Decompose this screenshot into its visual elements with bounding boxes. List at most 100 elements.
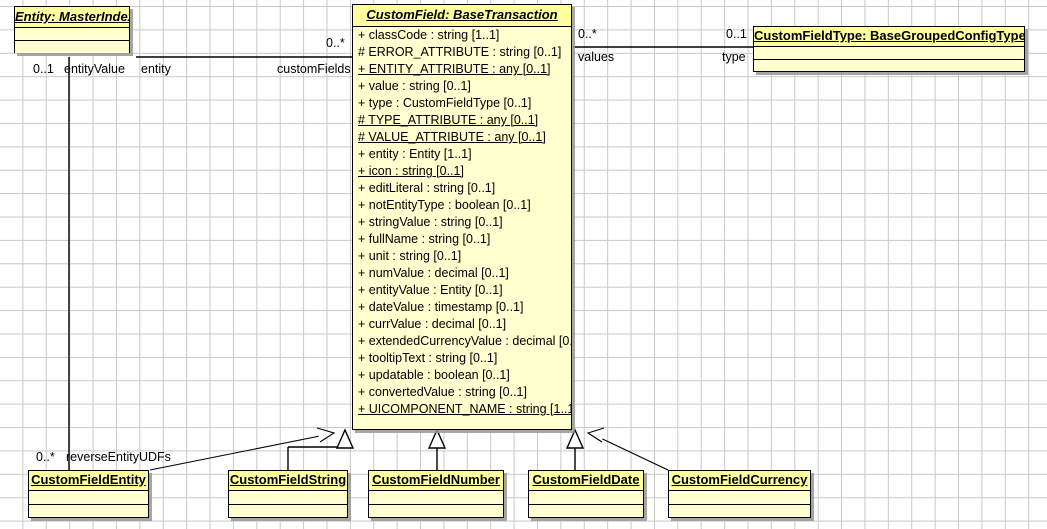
label-customfields-multiplicity: 0..* — [326, 36, 345, 50]
class-attribute-text: + icon : string [0..1] — [358, 164, 464, 178]
class-attribute-text: + extendedCurrencyValue : decimal [0..1] — [358, 334, 571, 348]
operations-compartment — [669, 505, 810, 517]
class-attribute-text: + currValue : decimal [0..1] — [358, 317, 507, 331]
attributes-compartment — [669, 491, 810, 505]
operations-compartment — [754, 60, 1024, 71]
class-attribute: + icon : string [0..1] — [353, 163, 571, 180]
class-attribute: + classCode : string [1..1] — [353, 27, 571, 44]
class-title-customfieldstring: CustomFieldString — [229, 471, 347, 491]
class-attribute-text: + notEntityType : boolean [0..1] — [358, 198, 531, 212]
class-name-text: Entity: MasterIndex — [15, 9, 129, 24]
class-attribute-text: + convertedValue : string [0..1] — [358, 385, 527, 399]
label-reverseentityudfs-role: reverseEntityUDFs — [66, 450, 171, 464]
class-attribute-text: # VALUE_ATTRIBUTE : any [0..1] — [358, 130, 546, 144]
generalization-customfieldcurrency[interactable] — [586, 427, 669, 471]
attributes-compartment: + classCode : string [1..1] # ERROR_ATTRI… — [353, 27, 571, 418]
label-entityvalue-role: entityValue — [64, 62, 125, 76]
class-customfielddate[interactable]: CustomFieldDate — [528, 470, 644, 518]
class-attribute: + currValue : decimal [0..1] — [353, 316, 571, 333]
class-name-text: CustomFieldCurrency — [671, 472, 808, 487]
class-attribute-text: + dateValue : timestamp [0..1] — [358, 300, 524, 314]
class-title-customfieldcurrency: CustomFieldCurrency — [669, 471, 810, 491]
generalization-arrowhead-middle — [427, 428, 447, 449]
attributes-compartment — [369, 491, 503, 505]
class-attribute: + stringValue : string [0..1] — [353, 214, 571, 231]
attributes-compartment — [529, 491, 643, 505]
attributes-compartment — [15, 28, 129, 41]
class-attribute: # VALUE_ATTRIBUTE : any [0..1] — [353, 129, 571, 146]
class-attribute-text: + classCode : string [1..1] — [358, 28, 500, 42]
class-title-customfieldnumber: CustomFieldNumber — [369, 471, 503, 491]
class-attribute-text: + entityValue : Entity [0..1] — [358, 283, 503, 297]
class-title-customfieldentity: CustomFieldEntity — [29, 471, 148, 491]
generalization-arrowhead-right — [565, 428, 585, 449]
class-name-text: CustomFieldNumber — [372, 472, 500, 487]
class-attribute: + updatable : boolean [0..1] — [353, 367, 571, 384]
operations-compartment — [29, 505, 148, 517]
class-attribute-text: + value : string [0..1] — [358, 79, 471, 93]
label-values-multiplicity: 0..* — [578, 27, 597, 41]
class-name-text: CustomField: BaseTransaction — [366, 7, 558, 22]
class-name-text: CustomFieldDate — [532, 472, 640, 487]
class-attribute: + convertedValue : string [0..1] — [353, 384, 571, 401]
class-entity-masterindex[interactable]: Entity: MasterIndex — [14, 6, 130, 53]
label-entity-role: entity — [141, 62, 171, 76]
class-customfieldtype-basegroupedconfigtype[interactable]: CustomFieldType: BaseGroupedConfigType — [753, 26, 1025, 72]
class-attribute-text: + updatable : boolean [0..1] — [358, 368, 510, 382]
class-attribute: + type : CustomFieldType [0..1] — [353, 95, 571, 112]
class-customfieldnumber[interactable]: CustomFieldNumber — [368, 470, 504, 518]
class-attribute-text: + numValue : decimal [0..1] — [358, 266, 509, 280]
class-attribute: + editLiteral : string [0..1] — [353, 180, 571, 197]
class-attribute: + tooltipText : string [0..1] — [353, 350, 571, 367]
class-attribute: # TYPE_ATTRIBUTE : any [0..1] — [353, 112, 571, 129]
label-values-role: values — [578, 50, 615, 64]
attributes-compartment — [229, 491, 347, 505]
operations-compartment — [15, 41, 129, 53]
operations-compartment — [229, 505, 347, 517]
class-customfieldentity[interactable]: CustomFieldEntity — [28, 470, 149, 518]
class-attribute: + value : string [0..1] — [353, 78, 571, 95]
class-attribute: + dateValue : timestamp [0..1] — [353, 299, 571, 316]
attributes-compartment — [29, 491, 148, 505]
class-attribute: + entity : Entity [1..1] — [353, 146, 571, 163]
label-reverseentityudfs-multiplicity: 0..* — [36, 450, 55, 464]
class-attribute-text: + tooltipText : string [0..1] — [358, 351, 498, 365]
class-name-text: CustomFieldType: BaseGroupedConfigType — [754, 28, 1024, 43]
class-attribute-text: + editLiteral : string [0..1] — [358, 181, 496, 195]
class-customfieldstring[interactable]: CustomFieldString — [228, 470, 348, 518]
label-customfields-role: customFields — [277, 62, 351, 76]
class-name-text: CustomFieldEntity — [31, 472, 146, 487]
operations-compartment — [529, 505, 643, 517]
class-attribute: + ENTITY_ATTRIBUTE : any [0..1] — [353, 61, 571, 78]
generalization-customfieldstring[interactable] — [287, 440, 346, 470]
class-attribute: # ERROR_ATTRIBUTE : string [0..1] — [353, 44, 571, 61]
class-title-entity-masterindex: Entity: MasterIndex — [15, 7, 129, 28]
class-attribute-text: # ERROR_ATTRIBUTE : string [0..1] — [358, 45, 562, 59]
class-customfieldcurrency[interactable]: CustomFieldCurrency — [668, 470, 811, 518]
class-attribute: + unit : string [0..1] — [353, 248, 571, 265]
generalization-customfieldentity[interactable] — [149, 427, 336, 471]
class-attribute: + notEntityType : boolean [0..1] — [353, 197, 571, 214]
class-attribute-text: # TYPE_ATTRIBUTE : any [0..1] — [358, 113, 539, 127]
class-attribute: + fullName : string [0..1] — [353, 231, 571, 248]
class-attribute-text: + unit : string [0..1] — [358, 249, 462, 263]
class-customfield-basetransaction[interactable]: CustomField: BaseTransaction + classCode… — [352, 4, 572, 430]
class-attribute-text: + type : CustomFieldType [0..1] — [358, 96, 532, 110]
class-name-text: CustomFieldString — [229, 472, 347, 487]
label-type-role: type — [722, 50, 746, 64]
operations-compartment — [369, 505, 503, 517]
label-entityvalue-multiplicity: 0..1 — [33, 62, 54, 76]
class-attribute: + extendedCurrencyValue : decimal [0..1] — [353, 333, 571, 350]
class-title-customfield: CustomField: BaseTransaction — [353, 5, 571, 27]
class-attribute-text: + ENTITY_ATTRIBUTE : any [0..1] — [358, 62, 551, 76]
class-attribute-text: + stringValue : string [0..1] — [358, 215, 503, 229]
class-attribute: + UICOMPONENT_NAME : string [1..1] — [353, 401, 571, 418]
generalization-arrowhead-left — [335, 428, 355, 449]
class-attribute-text: + entity : Entity [1..1] — [358, 147, 472, 161]
label-type-multiplicity: 0..1 — [726, 27, 747, 41]
class-attribute: + numValue : decimal [0..1] — [353, 265, 571, 282]
class-title-customfielddate: CustomFieldDate — [529, 471, 643, 491]
class-attribute-text: + UICOMPONENT_NAME : string [1..1] — [358, 402, 571, 416]
class-title-customfieldtype: CustomFieldType: BaseGroupedConfigType — [754, 27, 1024, 47]
